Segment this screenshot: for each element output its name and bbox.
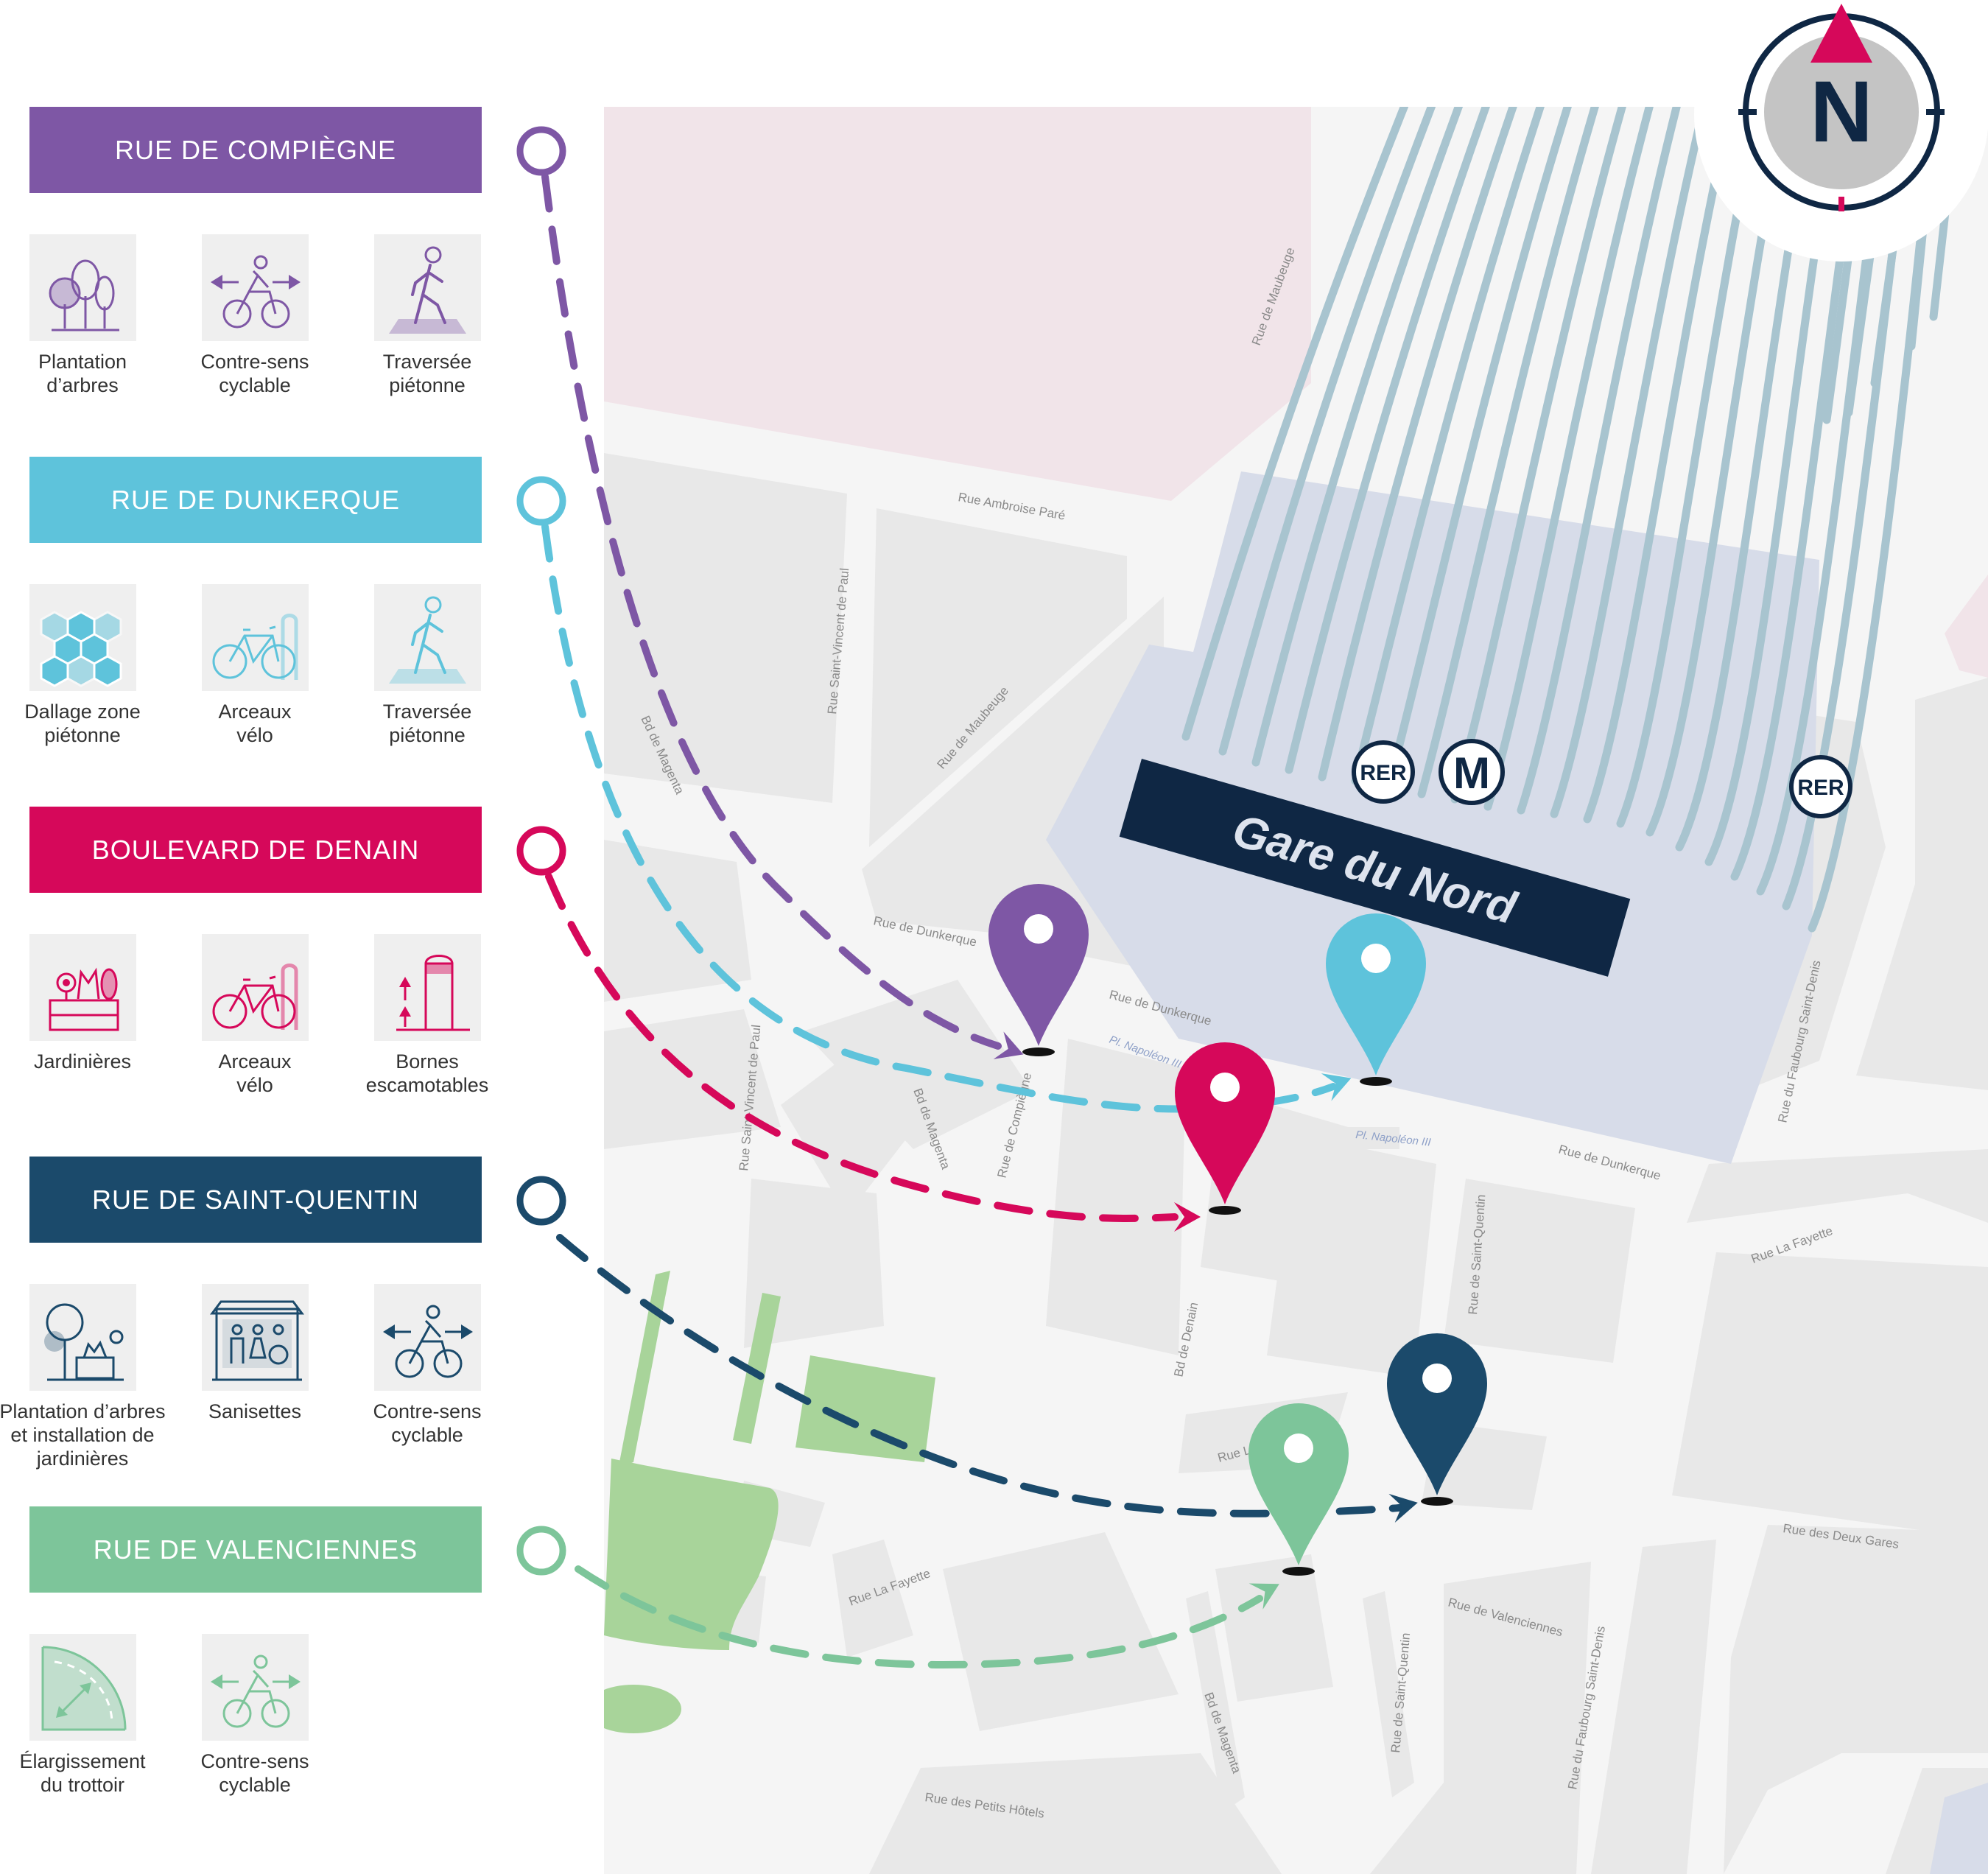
north-arrow-icon <box>1810 4 1872 63</box>
icon-label-line: vélo <box>236 724 273 746</box>
icon-label-line: piétonne <box>44 724 121 746</box>
route-valenciennes <box>575 1565 1263 1669</box>
icon-label-line: Jardinières <box>33 1050 132 1073</box>
rer-badge: RER <box>1789 755 1852 818</box>
contraflow-bike-icon <box>202 234 309 341</box>
section-banner-denain: BOULEVARD DE DENAIN <box>29 807 482 893</box>
pin-valenciennes[interactable] <box>1248 1403 1349 1576</box>
icon-label-line: jardinières <box>36 1447 129 1470</box>
icon-label-line: Traversée <box>382 351 472 373</box>
bike-rack-icon <box>202 934 309 1041</box>
icon-label-line: Traversée <box>382 701 472 723</box>
tree-planter-icon <box>29 1284 136 1391</box>
icon-label-line: Plantation d’arbres <box>0 1400 166 1422</box>
parks <box>604 1271 935 1733</box>
icon-label-line: Dallage zone <box>24 701 141 723</box>
start-marker-compiegne <box>516 126 566 176</box>
icon-label-line: Arceaux <box>218 701 292 723</box>
route-saint-quentin <box>556 1234 1411 1517</box>
metro-badge: M <box>1439 739 1505 805</box>
route-compiegne <box>541 173 1002 1050</box>
icon-label-line: vélo <box>236 1074 273 1096</box>
rer-badge: RER <box>1352 740 1415 804</box>
start-marker-denain <box>516 826 566 876</box>
svg-text:RER: RER <box>1797 776 1844 800</box>
retractable-bollard-icon <box>374 934 481 1041</box>
section-banner-compiegne: RUE DE COMPIÈGNE <box>29 107 482 193</box>
icon-label-line: Contre-sens <box>200 351 309 373</box>
start-marker-dunkerque <box>516 476 566 526</box>
trees-icon <box>29 234 136 341</box>
icon-label-line: escamotables <box>365 1074 489 1096</box>
icon-label-line: d’arbres <box>46 374 119 396</box>
svg-text:M: M <box>1453 748 1490 798</box>
icon-label-line: Élargissement <box>19 1750 146 1772</box>
section-banner-saint_quentin: RUE DE SAINT-QUENTIN <box>29 1157 482 1243</box>
section-banner-dunkerque: RUE DE DUNKERQUE <box>29 457 482 543</box>
pin-compiegne[interactable] <box>988 884 1089 1056</box>
icon-label: Jardinières <box>0 1050 171 1073</box>
pedestrian-crossing-icon <box>374 584 481 691</box>
icon-label-line: Plantation <box>38 351 127 373</box>
route-denain <box>545 873 1179 1222</box>
route-start-markers <box>516 126 566 1576</box>
sidewalk-widening-icon <box>29 1634 136 1741</box>
pin-denain[interactable] <box>1175 1042 1275 1215</box>
svg-text:RER: RER <box>1360 761 1407 785</box>
icon-label-line: Contre-sens <box>200 1750 309 1772</box>
location-pins <box>988 884 1487 1576</box>
map-base <box>604 107 1988 1874</box>
map-block-pink <box>604 107 1311 501</box>
bike-rack-icon <box>202 584 309 691</box>
icon-label-line: Contre-sens <box>373 1400 482 1422</box>
icon-label-line: du trottoir <box>40 1774 125 1796</box>
contraflow-bike-icon <box>202 1634 309 1741</box>
icon-label-line: Arceaux <box>218 1050 292 1073</box>
route-lines <box>541 173 1411 1669</box>
icon-label-line: Bornes <box>396 1050 459 1073</box>
start-marker-saint-quentin <box>516 1176 566 1226</box>
pin-saint-quentin[interactable] <box>1387 1333 1487 1506</box>
north-compass: N <box>1694 0 1988 262</box>
icon-label-line: et installation de <box>10 1424 155 1446</box>
start-marker-valenciennes <box>516 1526 566 1576</box>
compass-letter: N <box>1810 63 1872 161</box>
icon-label-line: piétonne <box>389 374 466 396</box>
icon-label-line: cyclable <box>219 1774 291 1796</box>
section-banner-valenciennes: RUE DE VALENCIENNES <box>29 1506 482 1593</box>
planter-icon <box>29 934 136 1041</box>
icon-label-line: cyclable <box>391 1424 463 1446</box>
icon-label-line: cyclable <box>219 374 291 396</box>
icon-label-line: piétonne <box>389 724 466 746</box>
icon-label-line: Sanisettes <box>208 1400 302 1422</box>
pin-dunkerque[interactable] <box>1326 913 1426 1086</box>
pedestrian-crossing-icon <box>374 234 481 341</box>
icon-label: Sanisettes <box>166 1400 343 1423</box>
contraflow-bike-icon <box>374 1284 481 1391</box>
public-toilet-icon <box>202 1284 309 1391</box>
paving-hexagon-icon <box>29 584 136 691</box>
